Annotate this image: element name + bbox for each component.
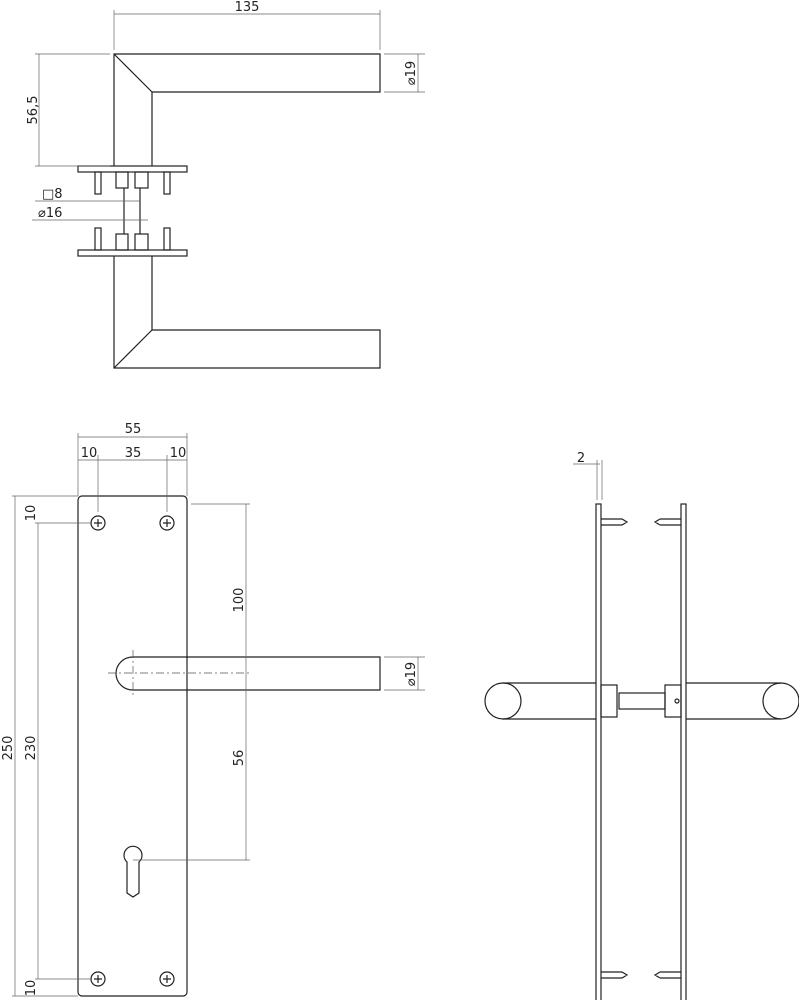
keyhole (123, 845, 143, 898)
bottom-edge-label: 10 (24, 980, 39, 997)
edge-left-label: 10 (81, 446, 98, 461)
lower-rose (77, 249, 188, 257)
width-label: 135 (235, 0, 260, 15)
spindle (618, 692, 666, 710)
screws (601, 518, 681, 979)
top-edge-label: 10 (24, 505, 39, 522)
side-view: 2 (484, 451, 799, 1000)
rose-label: ⌀16 (38, 206, 62, 221)
lower-handle (113, 256, 381, 369)
plate-left (595, 503, 602, 1000)
spindle (115, 171, 149, 251)
dimension-lines (32, 10, 425, 221)
handle-to-key-label: 56 (232, 750, 247, 767)
handle-from-top-label: 100 (232, 588, 247, 613)
top-view: 135 56,5 ⌀19 □8 ⌀16 (26, 0, 425, 369)
upper-handle (113, 53, 381, 166)
dimension-lines (12, 433, 425, 997)
centerlines (108, 650, 250, 697)
plate-width-label: 55 (125, 422, 142, 437)
height-label: 56,5 (26, 96, 41, 125)
front-view: 55 10 35 10 250 230 10 10 100 56 ⌀19 (1, 422, 425, 997)
spindle-label: □8 (42, 187, 63, 202)
left-lever (503, 682, 596, 720)
grub-screw (674, 698, 680, 704)
rose-screws (94, 171, 171, 251)
edge-right-label: 10 (170, 446, 187, 461)
dimension-lines (573, 460, 603, 500)
hole-height-label: 230 (24, 736, 39, 761)
right-rose (664, 684, 682, 718)
screw-holes (90, 515, 175, 987)
hole-spacing-label: 35 (125, 446, 142, 461)
left-lever-end (484, 682, 522, 720)
back-plate (77, 495, 188, 997)
left-rose (600, 684, 618, 718)
front-handle (115, 656, 381, 691)
right-lever (686, 682, 781, 720)
upper-rose (77, 165, 188, 173)
total-height-label: 250 (1, 736, 16, 761)
diameter-label: ⌀19 (404, 61, 419, 85)
plate-right (680, 503, 687, 1000)
right-lever-end (762, 682, 799, 720)
diameter-label: ⌀19 (404, 662, 419, 686)
thickness-label: 2 (577, 451, 585, 466)
